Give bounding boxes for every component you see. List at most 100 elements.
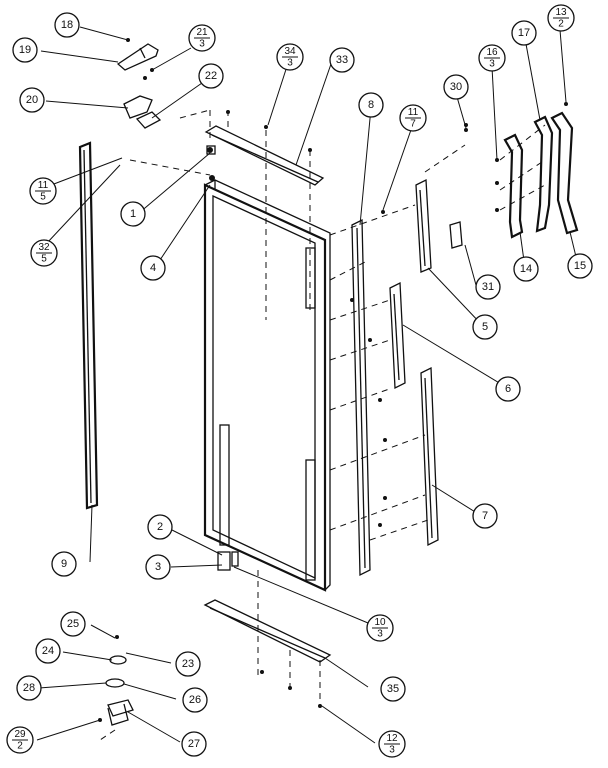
callout-20: 20 [19,87,45,113]
fraction-numerator: 11 [38,180,49,191]
callout-1: 1 [120,201,146,227]
fraction-denominator: 3 [389,745,395,756]
bottom-trim-strip [203,599,332,663]
callout-28: 28 [16,675,42,701]
callout-label: 31 [482,281,494,293]
fraction-callout-16-3: 163 [478,44,506,72]
callout-5: 5 [472,314,498,340]
top-hinge-assembly [116,43,216,181]
callout-label: 2 [157,521,163,533]
callout-label: 25 [67,618,79,630]
screw [115,635,119,639]
screw [378,523,382,527]
plate-31 [449,221,463,249]
fraction-numerator: 16 [486,47,498,58]
fraction-numerator: 13 [555,7,567,18]
screw [495,181,499,185]
callout-17: 17 [511,20,537,46]
fraction-callout-32-5: 325 [30,239,58,267]
door-panel [203,179,331,592]
vertical-channel-8 [351,218,371,577]
callout-33: 33 [329,47,355,73]
callout-19: 19 [12,37,38,63]
fraction-denominator: 3 [377,629,383,640]
left-gasket-strip [78,141,99,510]
screw [383,496,387,500]
handle-17 [533,115,554,233]
callout-9: 9 [51,551,77,577]
bottom-hinge-stack [105,551,239,726]
screw [318,704,322,708]
callout-14: 14 [513,256,539,282]
callout-label: 33 [336,54,348,66]
screw [260,670,264,674]
fraction-callout-12-3: 123 [378,730,406,758]
callout-7: 7 [472,503,498,529]
top-trim-strip [204,125,325,186]
bracket-6 [389,281,406,390]
callout-label: 22 [205,70,217,82]
callout-26: 26 [182,687,208,713]
callout-label: 14 [520,263,532,275]
callout-22: 22 [198,63,224,89]
callout-6: 6 [495,376,521,402]
screw [464,128,468,132]
callout-label: 27 [188,738,200,750]
callout-label: 1 [130,208,136,220]
handle-14 [503,133,524,239]
alignment-lines [99,109,546,741]
callout-30: 30 [443,74,469,100]
fraction-denominator: 5 [40,192,46,203]
callout-8: 8 [358,92,384,118]
callout-25: 25 [60,611,86,637]
fraction-callout-11-7: 117 [399,104,427,132]
callout-15: 15 [567,253,593,279]
callout-label: 17 [518,27,530,39]
screw [495,208,499,212]
callout-label: 19 [19,44,31,56]
handle-15 [550,111,579,235]
callout-label: 18 [61,19,73,31]
callout-18: 18 [54,12,80,38]
fraction-numerator: 10 [374,617,386,628]
fraction-numerator: 29 [14,729,26,740]
callout-label: 7 [482,510,488,522]
screw [383,438,387,442]
callout-label: 35 [387,683,399,695]
fraction-numerator: 11 [408,107,419,118]
screw [564,102,568,106]
callout-label: 4 [150,262,156,274]
callout-27: 27 [181,731,207,757]
callout-24: 24 [35,638,61,664]
fraction-denominator: 3 [489,59,495,70]
callout-31: 31 [475,274,501,300]
fraction-numerator: 12 [386,733,398,744]
callout-3: 3 [145,554,171,580]
bracket-7 [420,366,439,547]
screw [350,298,354,302]
callout-label: 9 [61,558,67,570]
callout-label: 3 [155,561,161,573]
screw [368,338,372,342]
fraction-denominator: 3 [287,58,293,69]
callout-label: 23 [182,658,194,670]
bracket-5 [415,178,432,273]
fraction-callout-34-3: 343 [276,43,304,71]
callout-2: 2 [147,514,173,540]
callout-35: 35 [380,676,406,702]
fraction-numerator: 34 [284,46,296,57]
screw [143,76,147,80]
fraction-callout-10-3: 103 [366,614,394,642]
callout-label: 24 [42,645,54,657]
callout-label: 26 [189,694,201,706]
screws [98,38,568,722]
fraction-denominator: 2 [558,19,564,30]
fraction-numerator: 21 [196,27,208,38]
fraction-denominator: 7 [410,119,416,130]
fraction-callout-21-3: 213 [188,24,216,52]
fraction-callout-11-5: 115 [29,177,57,205]
fraction-denominator: 3 [199,39,205,50]
